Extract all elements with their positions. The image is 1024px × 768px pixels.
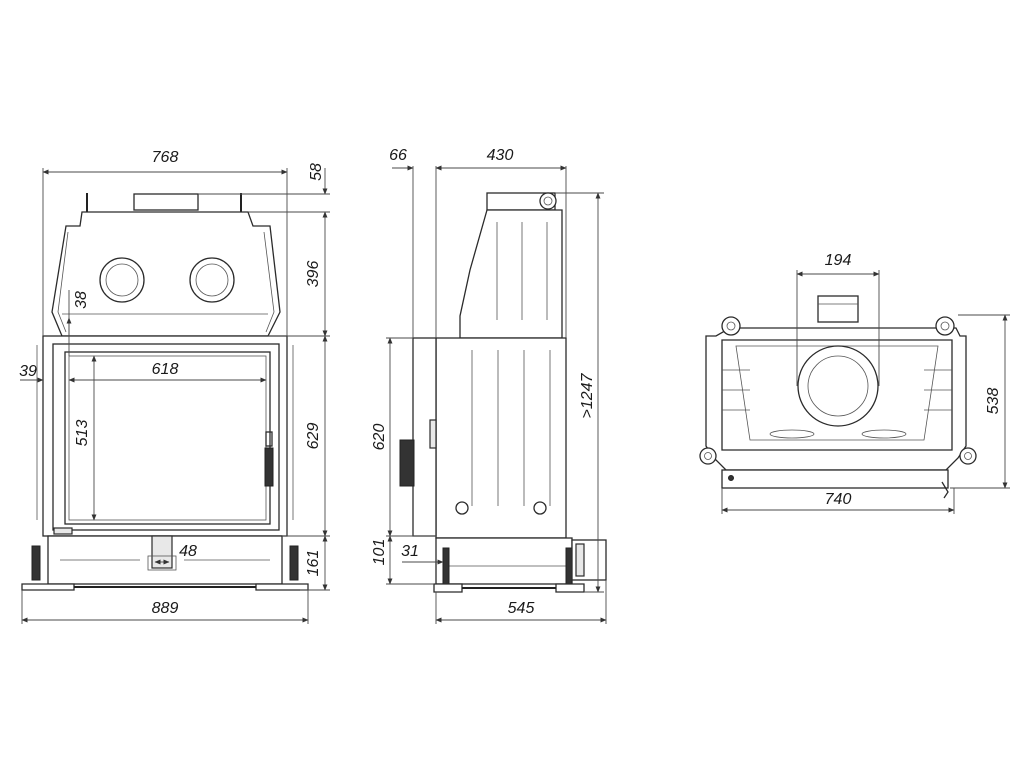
dim-front-upper-height: 396 bbox=[305, 261, 322, 288]
dim-front-base-width: 889 bbox=[152, 600, 179, 617]
top-flue-opening bbox=[797, 345, 879, 427]
dim-front-handle-width: 48 bbox=[179, 543, 197, 560]
front-glass bbox=[64, 351, 271, 525]
dim-front-glass-width: 618 bbox=[152, 361, 179, 378]
dim-front-glass-height: 513 bbox=[74, 420, 91, 447]
dim-top-width: 740 bbox=[825, 491, 852, 508]
dim-front-side-offset: 39 bbox=[19, 363, 37, 380]
dim-side-base-height: 101 bbox=[371, 539, 388, 566]
dim-top-flue-diameter: 194 bbox=[825, 252, 852, 269]
dim-front-frame-offset: 38 bbox=[73, 291, 90, 309]
front-door-handle bbox=[264, 447, 274, 487]
top-flue-collar bbox=[817, 295, 859, 323]
front-air-inlet-right bbox=[189, 257, 235, 303]
front-air-inlet-left bbox=[99, 257, 145, 303]
dim-side-base-depth: 545 bbox=[508, 600, 535, 617]
front-view: 768 58 396 629 161 38 618 39 513 48 889 bbox=[19, 149, 330, 624]
dim-side-total-height: >1247 bbox=[579, 372, 596, 418]
front-top-collar bbox=[133, 193, 199, 211]
top-view: 194 538 740 bbox=[699, 252, 1010, 514]
dim-front-door-height: 629 bbox=[305, 423, 322, 450]
dim-top-depth: 538 bbox=[985, 388, 1002, 415]
side-base-box bbox=[435, 537, 573, 585]
dim-side-top-depth: 430 bbox=[487, 147, 514, 164]
front-foot-right bbox=[289, 545, 299, 581]
front-door-frame bbox=[42, 335, 288, 537]
front-foot-left bbox=[31, 545, 41, 581]
side-view: 66 430 >1247 620 101 31 545 bbox=[371, 147, 607, 624]
dim-front-bottom-height: 161 bbox=[305, 550, 322, 577]
dim-front-collar-height: 58 bbox=[308, 163, 325, 181]
top-front-strip bbox=[721, 469, 949, 489]
dim-front-top-width: 768 bbox=[152, 149, 179, 166]
dim-side-door-height: 620 bbox=[371, 424, 388, 451]
dim-side-foot-offset: 31 bbox=[401, 543, 419, 560]
dim-side-front-offset: 66 bbox=[389, 147, 407, 164]
front-hood bbox=[51, 211, 281, 337]
